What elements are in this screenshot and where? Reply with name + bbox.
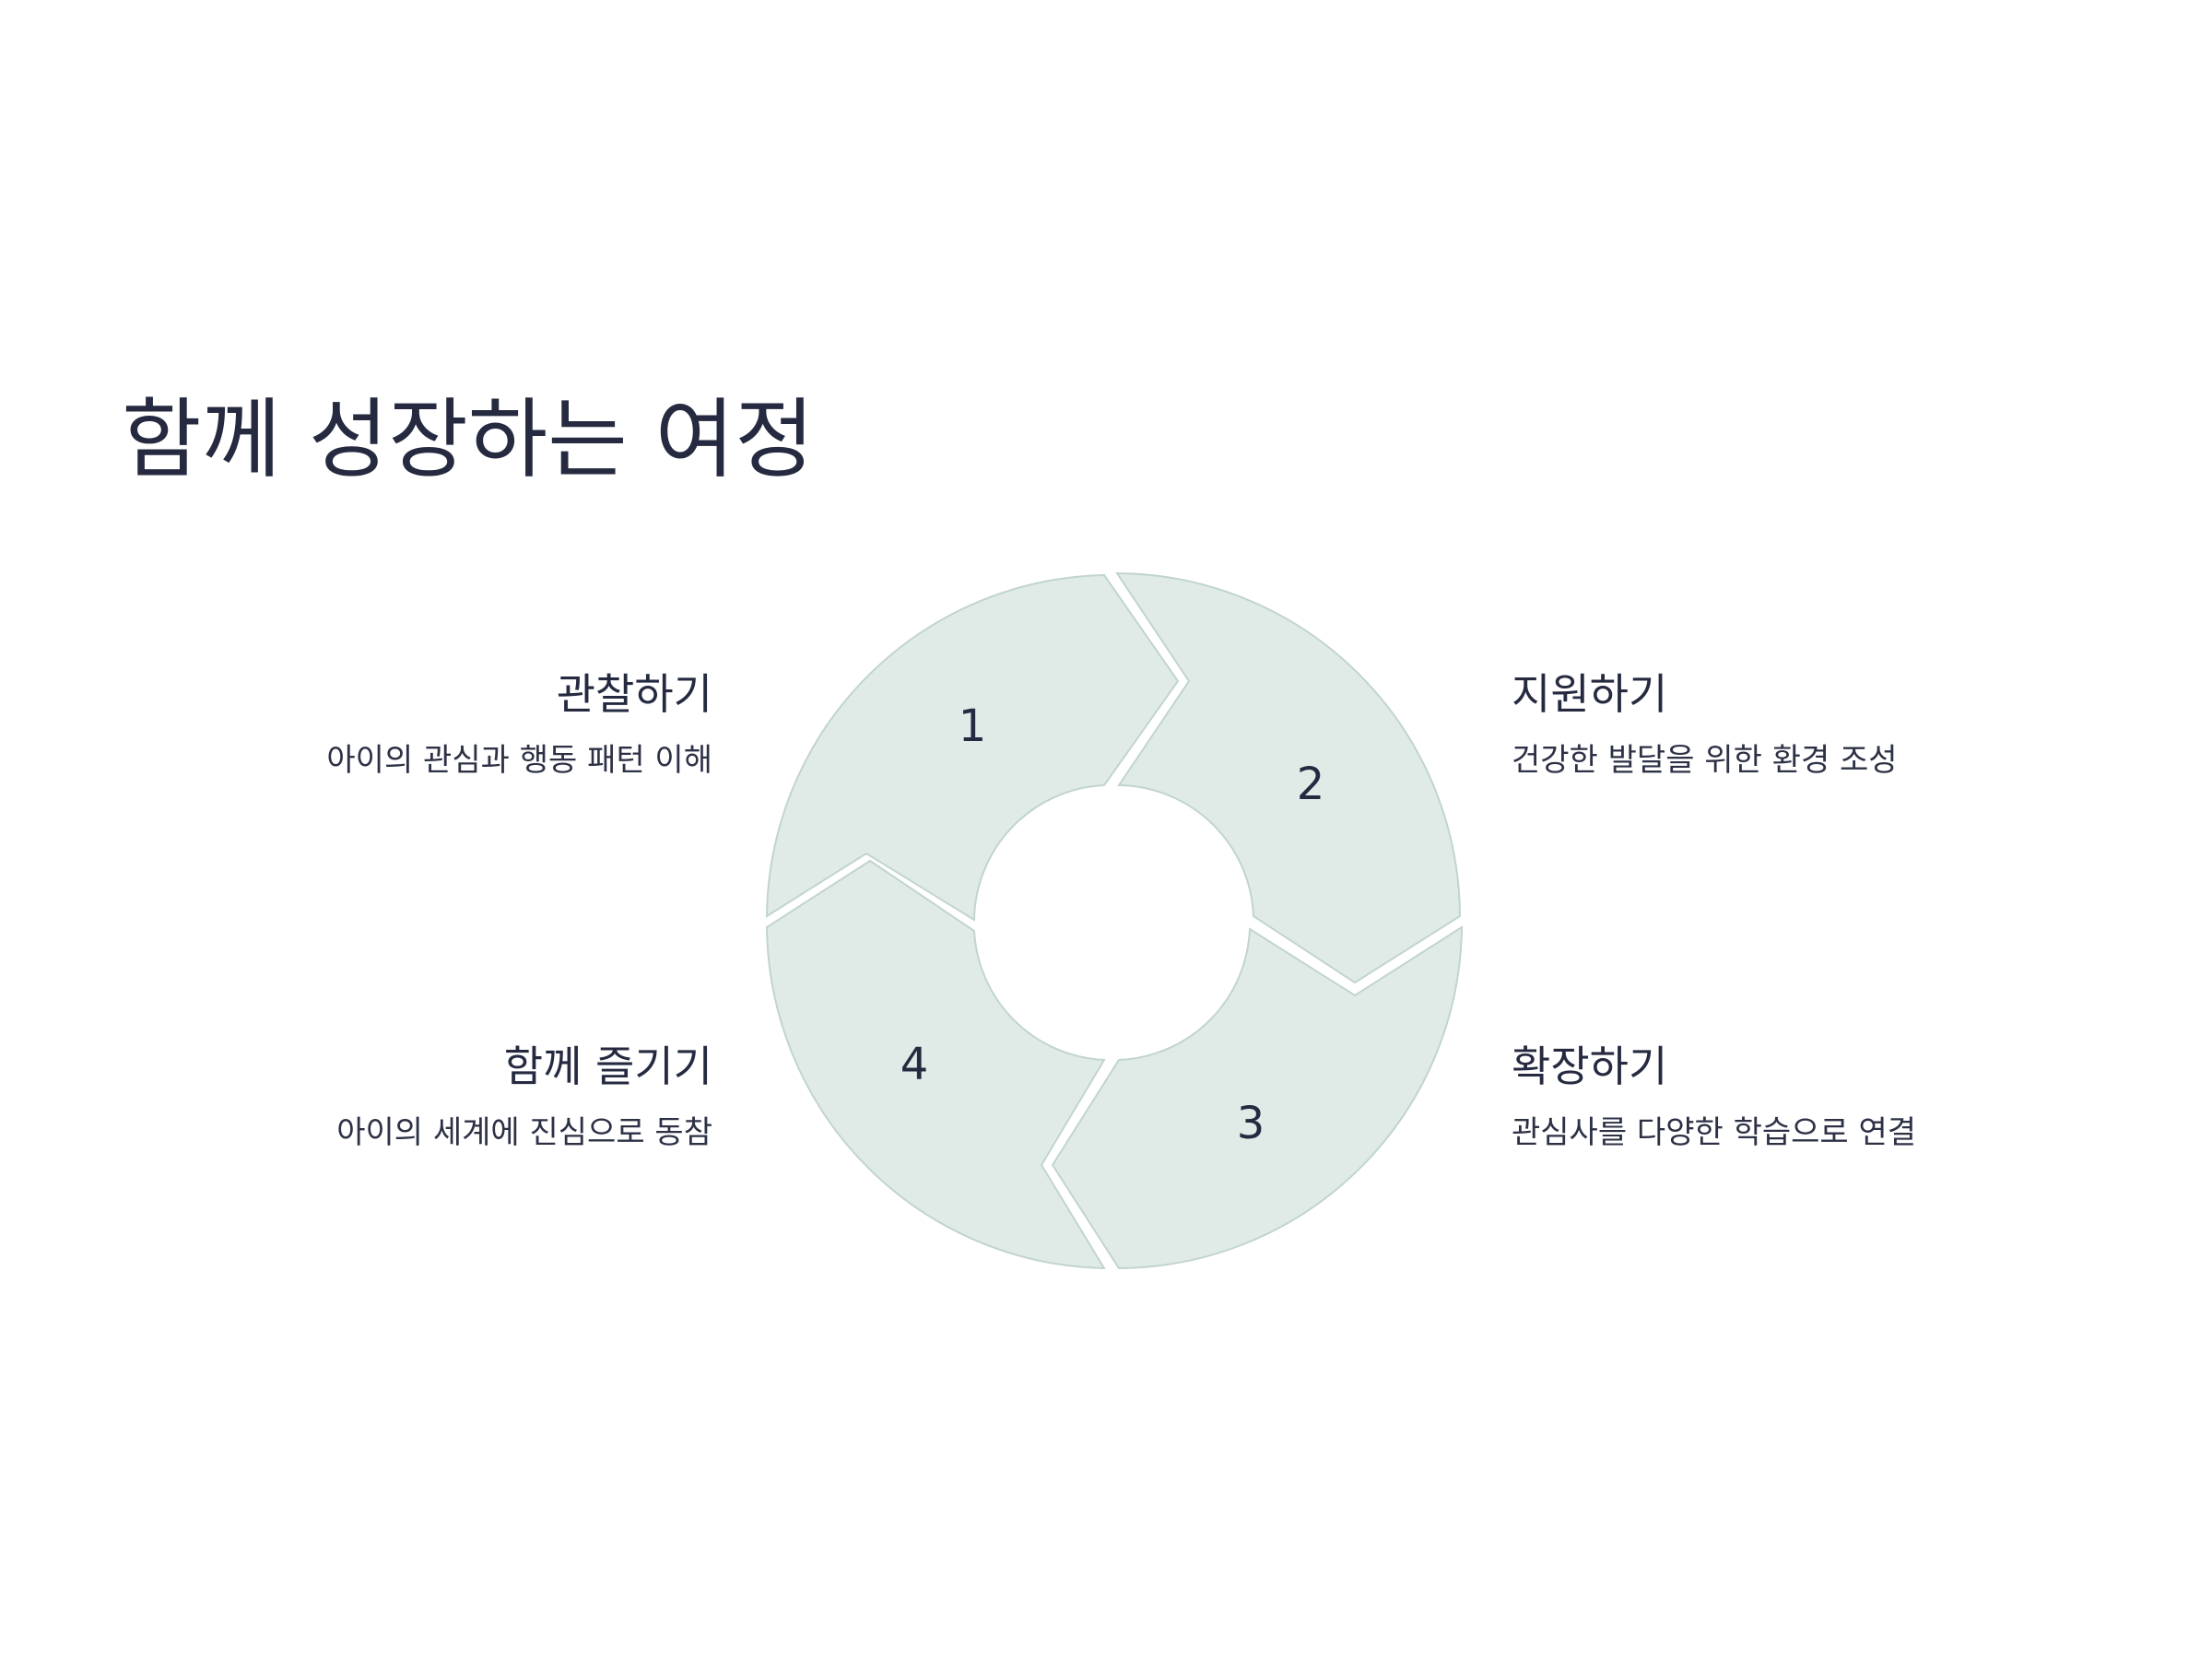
step-4-title: 함께 즐기기 (503, 1041, 712, 1091)
step-number-1: 1 (959, 700, 987, 752)
step-2-title: 지원하기 (1512, 669, 1668, 719)
step-2-label: 지원하기 건강한 발달을 위한 환경 조성 (1512, 669, 2028, 780)
step-1-title: 관찰하기 (556, 669, 712, 719)
page-title: 함께 성장하는 여정 (122, 390, 815, 490)
cycle-segment-2: 2 (1115, 571, 1462, 984)
step-3-label: 확장하기 관심사를 다양한 학습으로 연결 (1512, 1041, 2028, 1152)
step-number-3: 3 (1237, 1098, 1265, 1149)
cycle-segment-4: 4 (765, 859, 1106, 1270)
step-4-label: 함께 즐기기 아이의 세계에 진심으로 동참 (196, 1041, 712, 1152)
step-4-description: 아이의 세계에 진심으로 동참 (336, 1114, 712, 1152)
cycle-segment-3: 3 (1051, 925, 1464, 1270)
cycle-segment-1: 1 (765, 573, 1180, 922)
step-3-description: 관심사를 다양한 학습으로 연결 (1512, 1114, 1917, 1152)
step-2-description: 건강한 발달을 위한 환경 조성 (1512, 742, 1898, 780)
step-number-4: 4 (900, 1039, 929, 1090)
step-number-2: 2 (1297, 759, 1325, 810)
step-3-title: 확장하기 (1512, 1041, 1668, 1091)
step-1-description: 아이의 관심과 행동 패턴 이해 (326, 742, 712, 780)
step-1-label: 관찰하기 아이의 관심과 행동 패턴 이해 (196, 669, 712, 780)
